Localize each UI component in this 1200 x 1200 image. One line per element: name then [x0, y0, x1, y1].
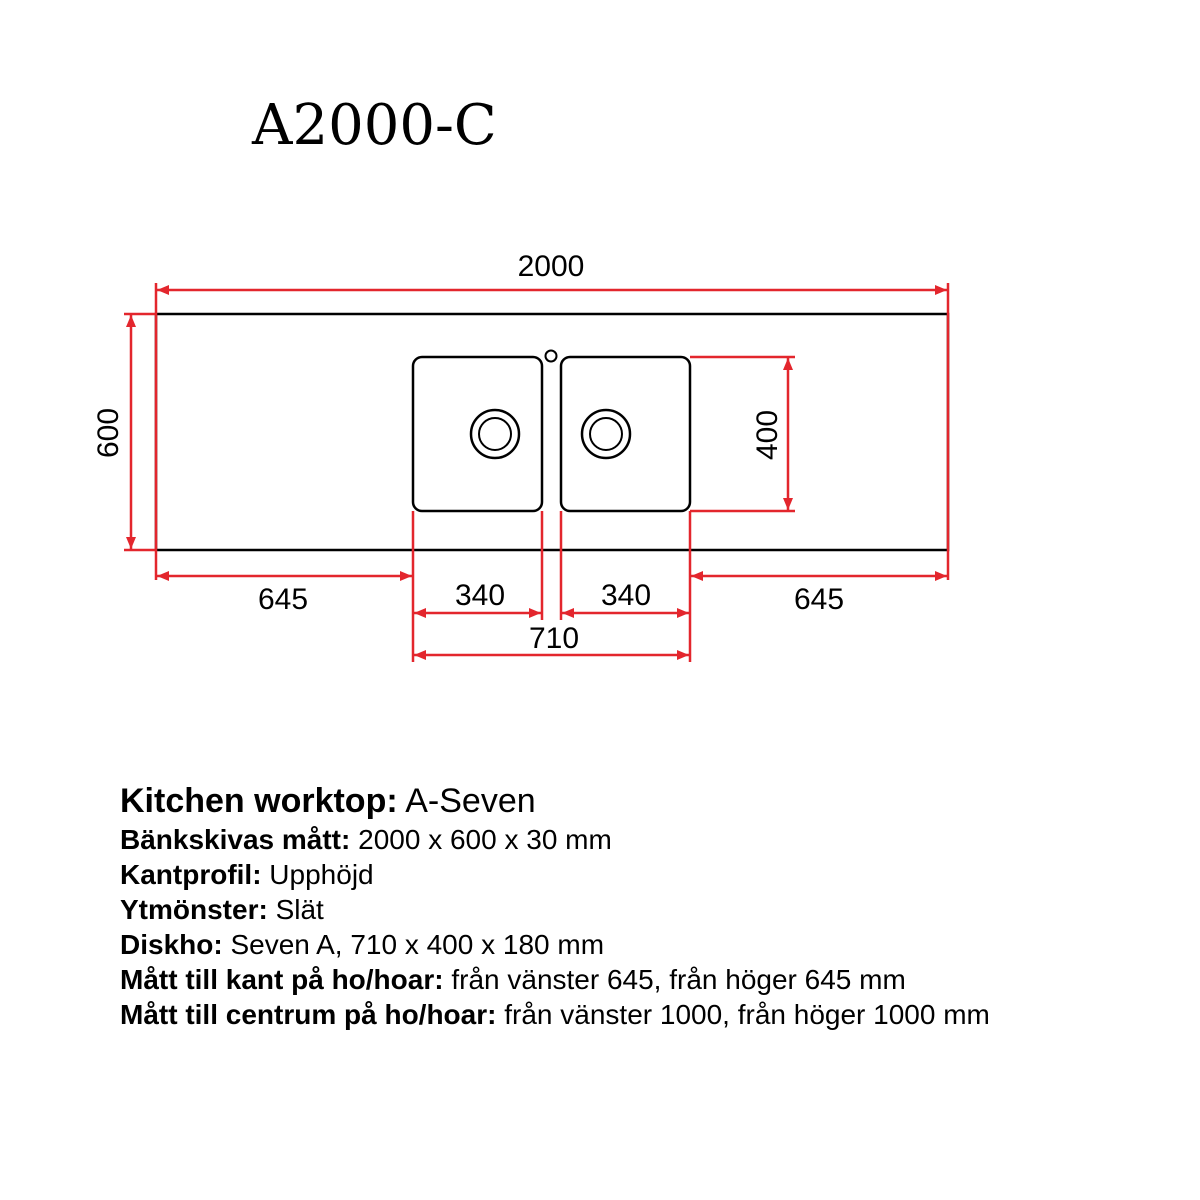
- spec-row-dimensions: Bänkskivas mått: 2000 x 600 x 30 mm: [120, 824, 612, 855]
- spec-row-worktop: Kitchen worktop: A-Seven: [120, 782, 536, 820]
- spec-row-surface: Ytmönster: Slät: [120, 894, 324, 925]
- spec-row-edge-distance: Mått till kant på ho/hoar: från vänster …: [120, 964, 906, 995]
- right-drain-icon: [580, 408, 632, 460]
- dim-label-340-right: 340: [601, 579, 651, 612]
- tap-hole-icon: [544, 349, 558, 363]
- dim-label-600: 600: [92, 408, 125, 458]
- dim-label-340-left: 340: [455, 579, 505, 612]
- dim-label-710: 710: [529, 622, 579, 655]
- worktop-drawing: 2000 600 400 645 645 340 340 710: [92, 250, 950, 662]
- dimension-lines: [124, 283, 950, 662]
- spec-row-edge-profile: Kantprofil: Upphöjd: [120, 859, 374, 890]
- spec-list: Kitchen worktop: A-Seven Bänkskivas mått…: [120, 780, 990, 1032]
- worktop-outline: [154, 312, 950, 552]
- drawing-title: A2000-C: [252, 93, 497, 158]
- dim-label-2000: 2000: [518, 250, 585, 283]
- spec-row-sink: Diskho: Seven A, 710 x 400 x 180 mm: [120, 929, 605, 960]
- spec-row-center-distance: Mått till centrum på ho/hoar: från vänst…: [120, 999, 990, 1030]
- right-bowl: [559, 355, 692, 513]
- dim-label-645-right: 645: [794, 583, 844, 616]
- left-drain-icon: [469, 408, 521, 460]
- dim-label-400: 400: [751, 410, 784, 460]
- dim-label-645-left: 645: [258, 583, 308, 616]
- left-bowl: [411, 355, 544, 513]
